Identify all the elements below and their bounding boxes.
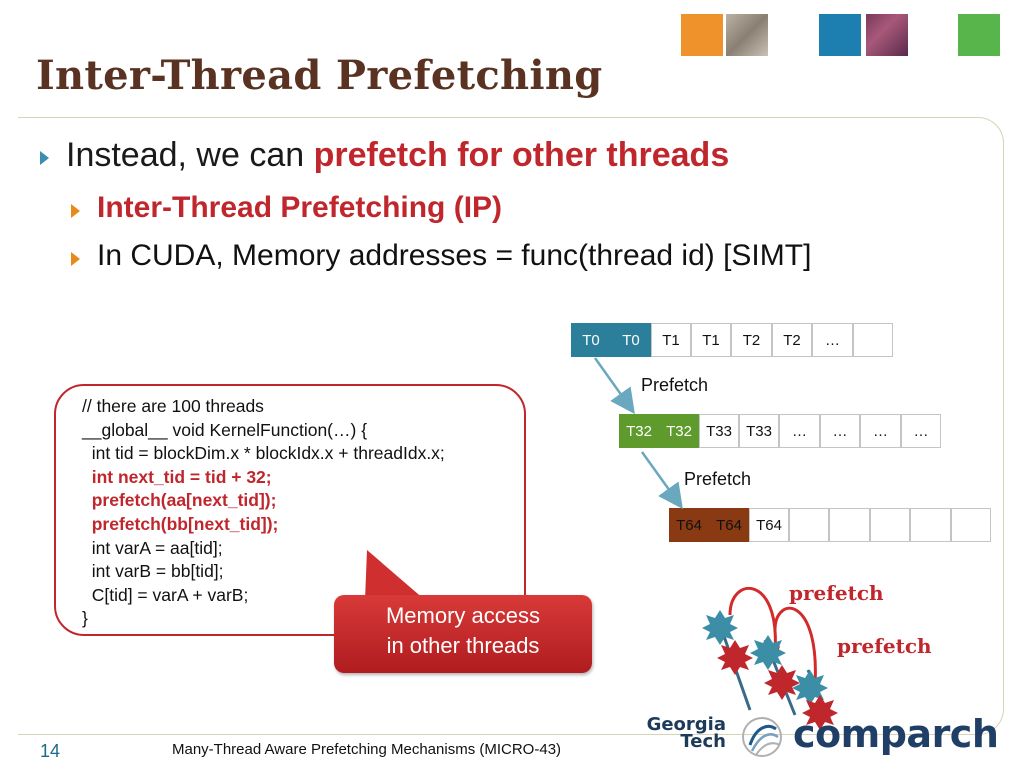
code-line: __global__ void KernelFunction(…) { — [82, 419, 368, 440]
page-title: Inter-Thread Prefetching — [36, 52, 603, 99]
code-line: int varA = aa[tid]; — [82, 537, 223, 558]
thread-cell: T1 — [651, 323, 691, 357]
georgia-tech-logo: Georgia Tech — [636, 714, 726, 752]
thread-cell: T2 — [731, 323, 772, 357]
page-number: 14 — [40, 741, 61, 761]
comparch-emblem-icon — [742, 717, 782, 757]
thread-cell: … — [860, 414, 901, 448]
thread-burst-diagram — [702, 587, 838, 730]
thread-cell: … — [901, 414, 941, 448]
thread-cell: T64 — [749, 508, 789, 542]
main-bullet: Instead, we can prefetch for other threa… — [66, 136, 729, 175]
header-photo-campus — [726, 14, 768, 56]
code-line: int tid = blockDim.x * blockIdx.x + thre… — [82, 443, 445, 464]
thread-cell: T64 — [709, 508, 749, 542]
thread-cell: … — [812, 323, 853, 357]
georgia-tech-line-1: Georgia — [646, 714, 726, 735]
thread-cell: T1 — [691, 323, 731, 357]
thread-burst-icon — [702, 610, 838, 730]
thread-cell: T33 — [699, 414, 739, 448]
sub-bullet-ip: Inter-Thread Prefetching (IP) — [97, 191, 503, 224]
header-photo-chip — [866, 14, 908, 56]
comparch-logo-text: comparch — [793, 712, 999, 756]
header-blue-square — [819, 14, 861, 56]
header-green-square — [958, 14, 1000, 56]
bullet-marker-icon — [40, 151, 49, 165]
thread-cell: T32 — [619, 414, 659, 448]
prefetch-label-1: Prefetch — [641, 375, 709, 395]
code-line-highlighted: int next_tid = tid + 32; — [82, 466, 272, 487]
code-line-highlighted: prefetch(bb[next_tid]); — [82, 514, 279, 534]
thread-cell: T0 — [571, 323, 611, 357]
thread-cell: … — [779, 414, 820, 448]
footer-text: Many-Thread Aware Prefetching Mechanisms… — [172, 741, 562, 758]
code-line: C[tid] = varA + varB; — [82, 584, 249, 605]
main-bullet-emphasis: prefetch for other threads — [313, 136, 730, 174]
thread-cell: T33 — [739, 414, 779, 448]
callout-line-1: Memory access — [385, 603, 541, 628]
thread-cell — [829, 508, 870, 542]
header-orange-square — [681, 14, 723, 56]
thread-cell: T32 — [659, 414, 699, 448]
content-frame — [18, 117, 1004, 735]
thread-cell: T0 — [611, 323, 651, 357]
thread-cell: T64 — [669, 508, 709, 542]
thread-cell — [853, 323, 893, 357]
thread-cell: T2 — [772, 323, 812, 357]
sub-bullet-marker-icon — [71, 204, 80, 218]
sub-bullet-marker-icon — [71, 252, 80, 266]
thread-cell: … — [820, 414, 860, 448]
georgia-tech-line-2: Tech — [680, 731, 726, 752]
prefetch-label-2: Prefetch — [684, 469, 752, 489]
code-line: } — [82, 608, 88, 629]
main-bullet-text: Instead, we can — [66, 136, 314, 174]
diagram-prefetch-label-2: prefetch — [837, 634, 932, 658]
thread-cell — [789, 508, 829, 542]
code-line: int varB = bb[tid]; — [82, 561, 224, 582]
thread-cell — [870, 508, 910, 542]
sub-bullet-cuda: In CUDA, Memory addresses = func(thread … — [97, 239, 812, 272]
thread-cell — [951, 508, 991, 542]
thread-cell — [910, 508, 951, 542]
code-box — [54, 384, 526, 636]
code-line: // there are 100 threads — [82, 396, 264, 416]
callout-line-2: in other threads — [386, 633, 540, 658]
code-line-highlighted: prefetch(aa[next_tid]); — [82, 490, 277, 511]
callout-pointer — [365, 550, 425, 600]
callout-box: Memory access in other threads — [334, 595, 592, 673]
diagram-prefetch-label-1: prefetch — [789, 581, 884, 605]
